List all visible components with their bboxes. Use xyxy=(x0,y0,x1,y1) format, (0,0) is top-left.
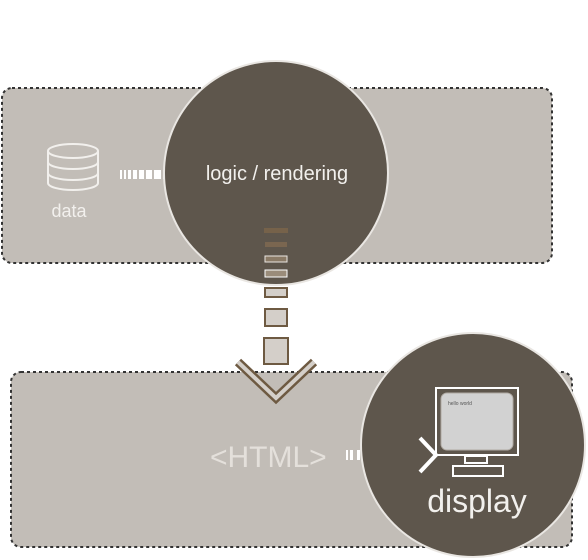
html-label: <HTML> xyxy=(210,441,327,474)
monitor-screen-text: hello world xyxy=(448,401,472,407)
database-icon xyxy=(47,143,99,191)
connector-logic-to-html-head-inner xyxy=(236,360,316,401)
logic-rendering-node xyxy=(163,60,389,286)
display-label: display xyxy=(427,483,527,519)
logic-rendering-label: logic / rendering xyxy=(206,163,348,185)
monitor-icon xyxy=(435,387,519,477)
connector-logic-to-html xyxy=(263,228,289,365)
data-label: data xyxy=(51,201,87,221)
